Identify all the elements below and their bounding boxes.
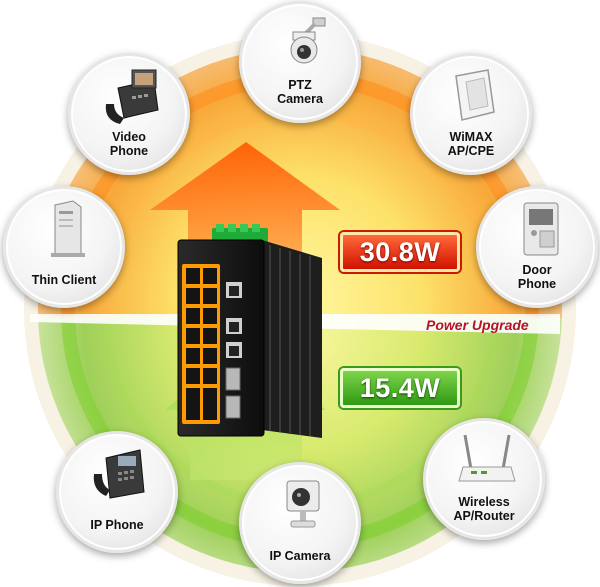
node-thin-client: Thin Client (3, 186, 125, 308)
ip-camera-label: IP Camera (269, 549, 331, 563)
ip-camera-icon (286, 480, 320, 528)
ip-phone-icon (93, 449, 145, 499)
ptz-camera-icon (290, 17, 326, 64)
power-high-badge: 30.8W (340, 232, 460, 272)
switch-image (177, 224, 322, 438)
door-phone-icon (523, 202, 559, 256)
power-low-badge: 15.4W (340, 368, 460, 408)
ip-phone-label: IP Phone (90, 518, 144, 532)
node-ip-phone: IP Phone (56, 431, 178, 553)
wireless-router-icon (458, 434, 516, 482)
thin-client-label: Thin Client (31, 273, 97, 287)
wimax-antenna-icon (455, 69, 495, 121)
thin-client-icon (51, 200, 85, 257)
video-phone-icon (105, 69, 159, 124)
power-upgrade-label: Power Upgrade (426, 317, 529, 333)
node-ip-camera: IP Camera (239, 462, 361, 584)
